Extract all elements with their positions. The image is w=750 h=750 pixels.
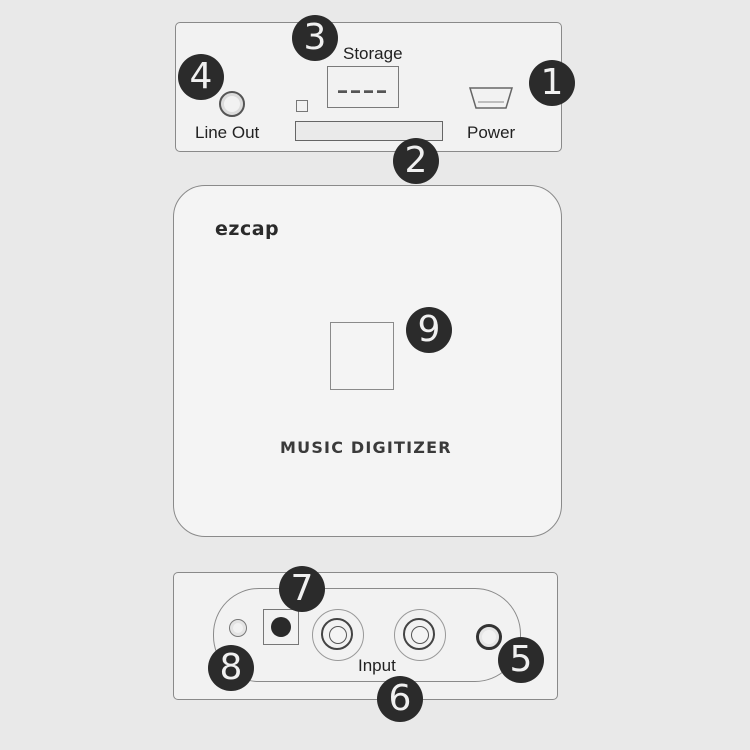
line-out-jack [219, 91, 245, 117]
center-button [330, 322, 394, 390]
callout-1-badge: 1 [529, 60, 575, 106]
small-switch-icon [296, 100, 308, 112]
power-label: Power [467, 123, 516, 142]
callout-7-badge: 7 [279, 566, 325, 612]
line-out-label: Line Out [195, 123, 260, 142]
callout-4-badge: 4 [178, 54, 224, 100]
callout-9-badge: 9 [406, 307, 452, 353]
indicator-light-icon [271, 617, 291, 637]
usb-pins-icon: ▬▬▬▬ [338, 85, 390, 95]
card-slot [295, 121, 443, 141]
mini-usb-power-port [468, 87, 514, 109]
indicator-housing [263, 609, 299, 645]
callout-5-badge: 5 [498, 637, 544, 683]
input-label: Input [358, 656, 396, 675]
product-name: MUSIC DIGITIZER [280, 438, 452, 457]
callout-6-badge: 6 [377, 676, 423, 722]
rca-jack-left [312, 609, 364, 661]
brand-logo: ezcap [215, 218, 280, 240]
storage-label: Storage [343, 44, 403, 63]
callout-8-badge: 8 [208, 645, 254, 691]
jack-right [476, 624, 502, 650]
callout-3-badge: 3 [292, 15, 338, 61]
usb-storage-port: ▬▬▬▬ [327, 66, 399, 108]
small-jack-left [229, 619, 247, 637]
rca-jack-right [394, 609, 446, 661]
callout-2-badge: 2 [393, 138, 439, 184]
